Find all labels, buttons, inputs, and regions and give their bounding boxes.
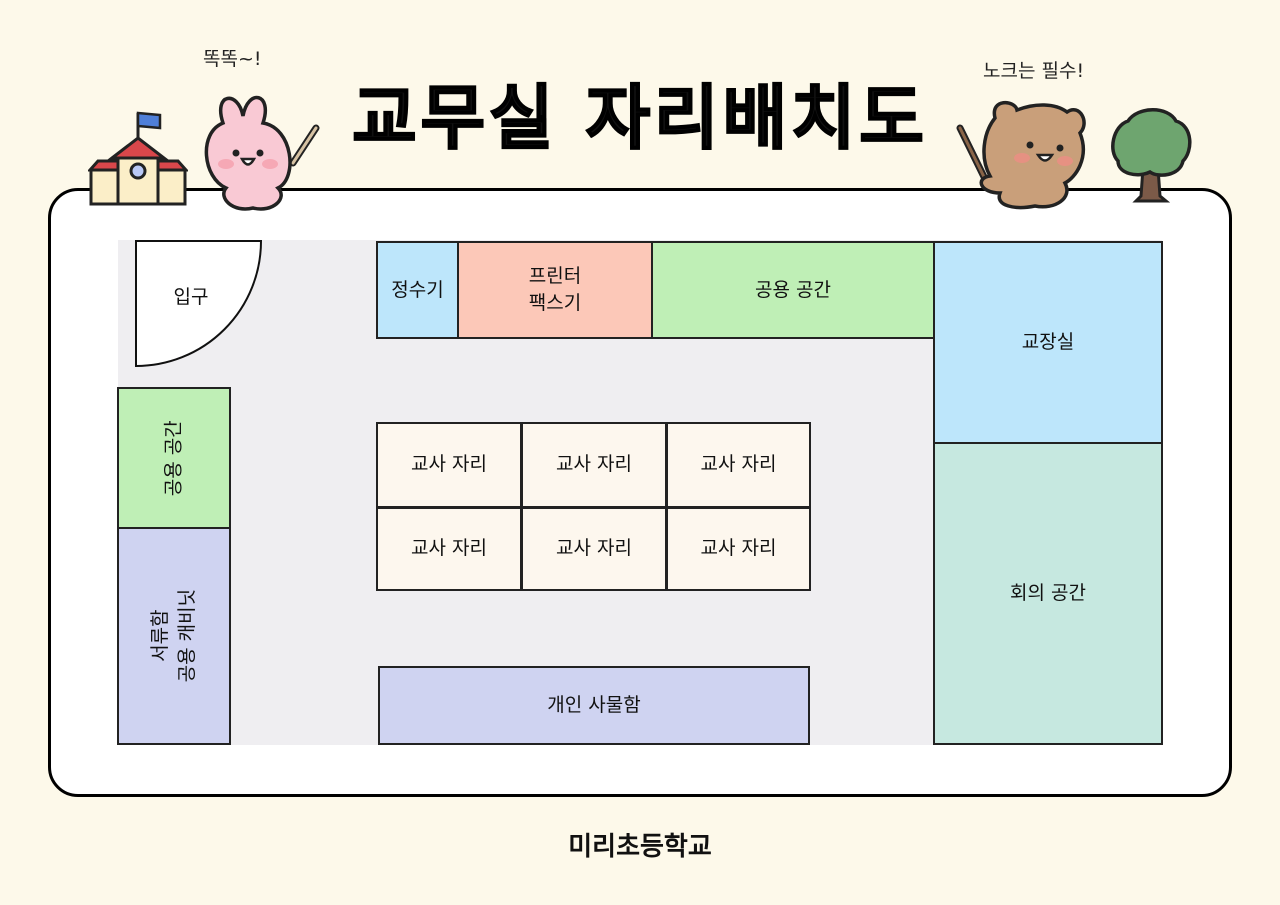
common-space-top-label: 공용 공간 [755, 278, 831, 301]
document-cabinet-label: 서류함 공용 캐비닛 [147, 589, 200, 682]
personal-lockers-label: 개인 사물함 [547, 694, 641, 717]
water-dispenser-label: 정수기 [391, 278, 444, 301]
door-icon [135, 240, 263, 368]
personal-lockers: 개인 사물함 [378, 666, 810, 745]
meeting-space-label: 회의 공간 [1010, 582, 1086, 605]
entrance-label: 입구 [173, 286, 209, 308]
teacher-desk[interactable]: 교사 자리 [521, 506, 667, 591]
desk-label: 교사 자리 [411, 537, 487, 560]
meeting-space: 회의 공간 [933, 442, 1163, 745]
fax-label: 팩스기 [528, 292, 582, 314]
printer-fax: 프린터 팩스기 [457, 241, 653, 339]
teacher-desk[interactable]: 교사 자리 [666, 506, 811, 591]
printer-label: 프린터 [528, 265, 582, 288]
desk-label: 교사 자리 [700, 537, 777, 560]
teacher-desk[interactable]: 교사 자리 [666, 422, 811, 508]
bear-character [956, 101, 1086, 210]
water-dispenser: 정수기 [376, 241, 459, 339]
principal-office-label: 교장실 [1021, 331, 1075, 354]
principal-office: 교장실 [933, 241, 1163, 444]
school-icon [88, 111, 188, 206]
document-cabinet: 서류함 공용 캐비닛 [117, 527, 231, 745]
cabinet-line2: 공용 캐비닛 [175, 589, 198, 683]
cabinet-line1: 서류함 [149, 609, 172, 663]
common-space-left: 공용 공간 [117, 387, 231, 529]
speech-left: 똑똑~! [203, 48, 262, 70]
desk-label: 교사 자리 [556, 453, 632, 476]
desk-label: 교사 자리 [411, 453, 487, 476]
desk-label: 교사 자리 [700, 453, 777, 476]
common-space-left-label: 공용 공간 [162, 420, 185, 496]
desk-label: 교사 자리 [556, 537, 632, 560]
teacher-desk[interactable]: 교사 자리 [376, 506, 522, 591]
tree-icon [1111, 108, 1192, 203]
page-title: 교무실 자리배치도 [351, 76, 928, 160]
teacher-desks: 교사 자리 교사 자리 교사 자리 교사 자리 교사 자리 교사 자리 [376, 422, 811, 591]
teacher-desk[interactable]: 교사 자리 [521, 422, 667, 508]
common-space-top: 공용 공간 [651, 241, 935, 339]
speech-right: 노크는 필수! [983, 60, 1085, 82]
teacher-desk[interactable]: 교사 자리 [376, 422, 522, 508]
rabbit-character [204, 95, 320, 211]
school-name: 미리초등학교 [568, 832, 712, 862]
